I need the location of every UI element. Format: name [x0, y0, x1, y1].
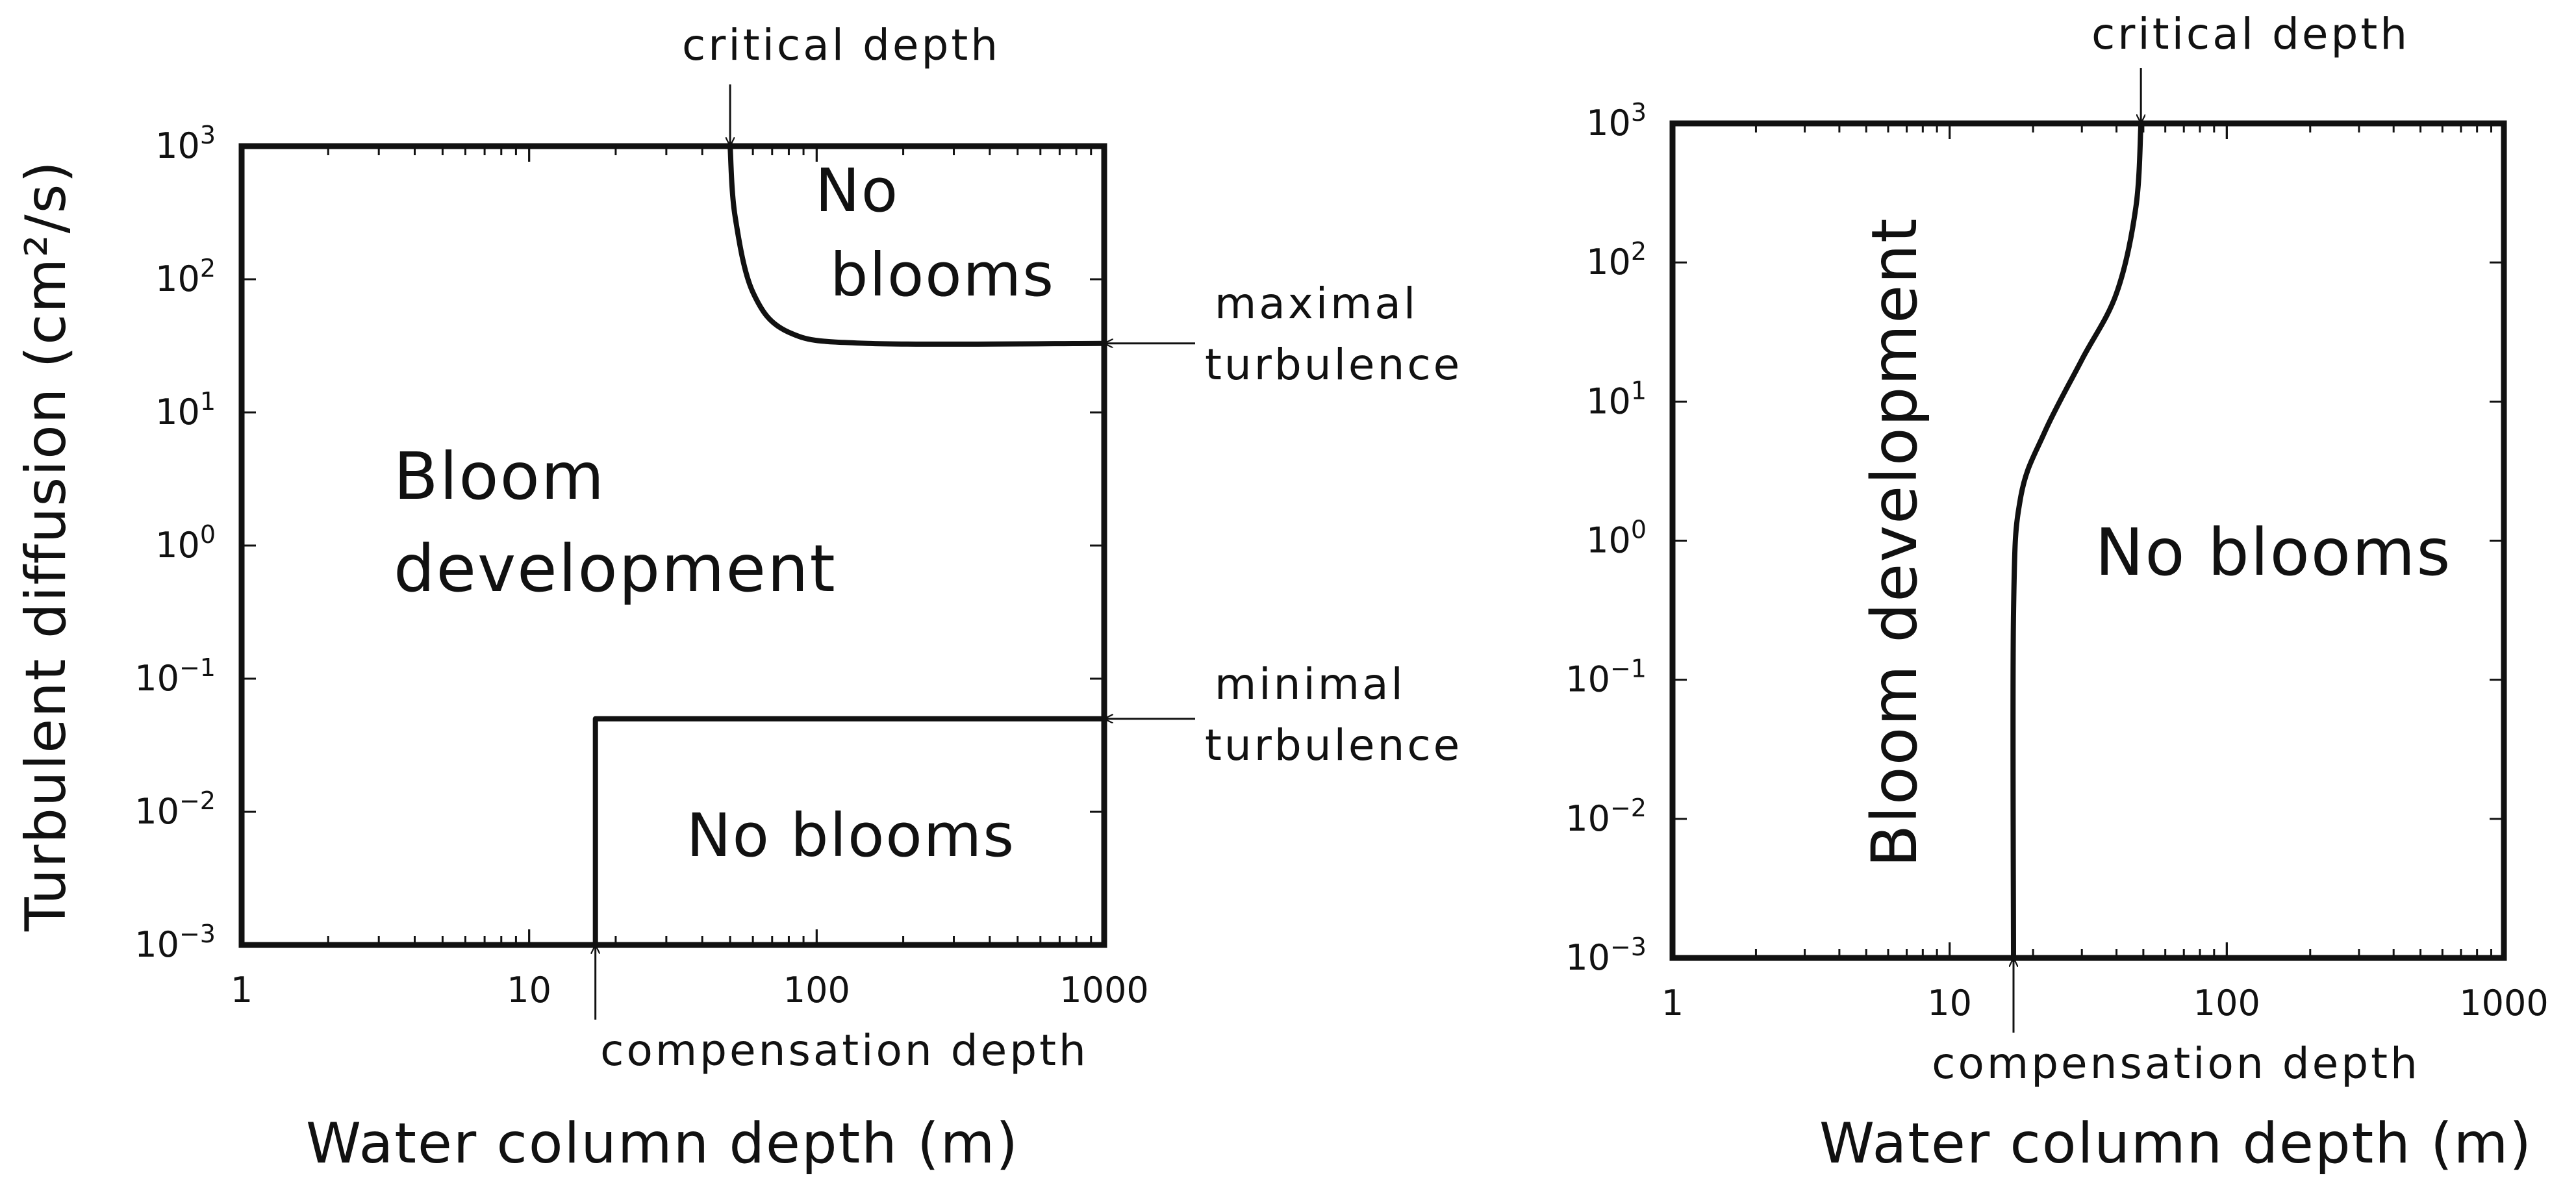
- x-tick-labels: 1 10 100 1000: [1661, 983, 2549, 1024]
- annotation-arrows: [596, 84, 1195, 1020]
- x-tick-label: 10: [507, 970, 551, 1011]
- region-label-no-blooms-lower: No blooms: [687, 801, 1015, 870]
- annotation-maximal-turbulence: maximal turbulence: [1205, 279, 1462, 390]
- y-tick-label: 102: [155, 254, 216, 299]
- x-tick-label: 100: [2193, 983, 2260, 1024]
- annotation-critical-depth: critical depth: [2091, 9, 2410, 59]
- y-tick-label: 10−1: [1565, 655, 1647, 700]
- y-tick-label: 10−2: [134, 786, 216, 832]
- y-tick-label: 100: [1586, 516, 1647, 561]
- region-label-bloom-development: Bloom development: [394, 438, 837, 607]
- annotation-arrows: [2014, 68, 2141, 1033]
- y-tick-label: 103: [155, 121, 216, 166]
- x-tick-label: 1000: [1059, 970, 1148, 1011]
- annotation-compensation-depth: compensation depth: [1932, 1038, 2420, 1088]
- x-tick-labels: 1 10 100 1000: [231, 970, 1149, 1011]
- y-tick-label: 102: [1586, 237, 1647, 283]
- x-axis-title: Water column depth (m): [306, 1111, 1019, 1176]
- y-tick-label: 101: [1586, 376, 1647, 421]
- y-tick-label: 10−1: [134, 653, 216, 699]
- y-tick-label: 10−2: [1565, 794, 1647, 839]
- tick-marks: [1671, 122, 2505, 959]
- y-tick-label: 10−3: [1565, 933, 1647, 978]
- y-axis-title: Turbulent diffusion (cm²/s): [14, 160, 79, 932]
- boundary-curve: [2010, 123, 2144, 959]
- y-tick-labels: 103 102 101 100 10−1 10−2 10−3: [134, 121, 216, 965]
- x-tick-label: 1: [1661, 983, 1684, 1024]
- chart-left: 103 102 101 100 10−1 10−2 10−3 1 10 100 1000 No b…: [14, 20, 1462, 1176]
- lower-boundary-curve: [592, 716, 1104, 945]
- x-tick-label: 10: [1927, 983, 1972, 1024]
- x-tick-label: 1: [231, 970, 253, 1011]
- upper-boundary-curve: [727, 145, 1105, 347]
- chart-right: 103 102 101 100 10−1 10−2 10−3 1 10 100 1000 Bloo…: [1565, 9, 2548, 1176]
- annotation-critical-depth: critical depth: [682, 20, 1000, 70]
- boundary-curves: [592, 145, 1105, 945]
- boundary-curves: [2010, 123, 2144, 959]
- y-tick-label: 101: [155, 387, 216, 433]
- tick-marks: [240, 145, 1105, 946]
- x-tick-label: 1000: [2459, 983, 2548, 1024]
- region-label-no-blooms-upper: No blooms: [815, 156, 1055, 310]
- y-tick-label: 100: [155, 520, 216, 566]
- y-tick-label: 10−3: [134, 920, 216, 965]
- x-tick-label: 100: [783, 970, 850, 1011]
- region-label-bloom-development: Bloom development: [1858, 217, 1931, 867]
- y-tick-label: 103: [1586, 98, 1647, 144]
- x-axis-title: Water column depth (m): [1819, 1111, 2532, 1176]
- region-label-no-blooms: No blooms: [2095, 514, 2452, 590]
- y-tick-labels: 103 102 101 100 10−1 10−2 10−3: [1565, 98, 1647, 978]
- annotation-minimal-turbulence: minimal turbulence: [1205, 659, 1462, 770]
- annotation-compensation-depth: compensation depth: [600, 1025, 1089, 1075]
